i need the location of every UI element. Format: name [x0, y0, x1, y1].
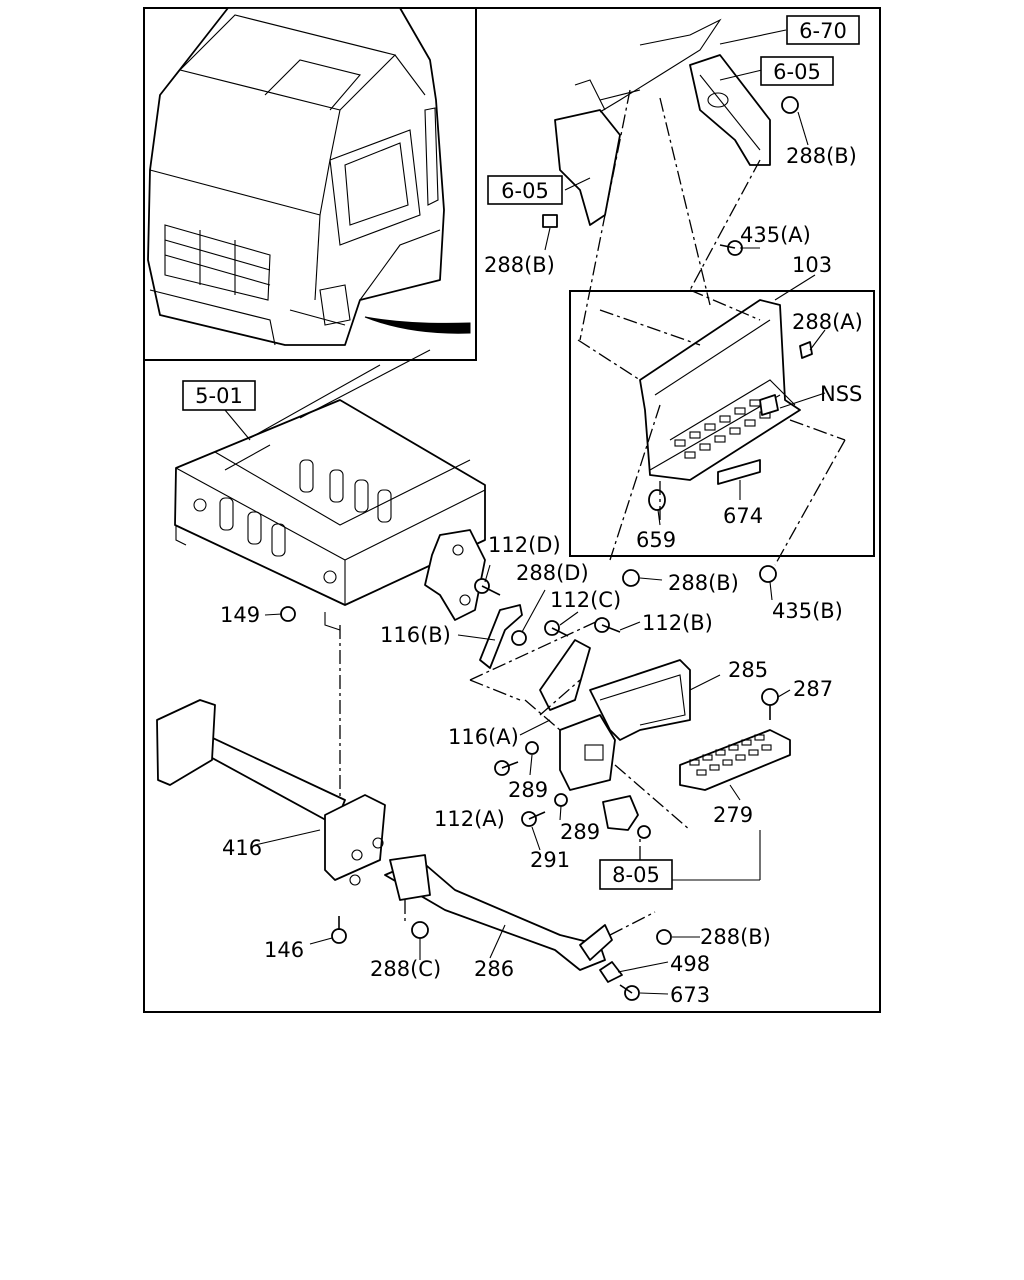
label-416: 416 [222, 836, 262, 860]
upper-step-brackets [554, 18, 771, 226]
ref-605a-text: 6-05 [773, 60, 821, 84]
ref-box-805: 8-05 [599, 859, 673, 890]
label-112a: 112(A) [434, 807, 505, 831]
label-116b: 116(B) [380, 623, 451, 647]
label-288c: 288(C) [370, 957, 441, 981]
step-detail-frame [569, 290, 875, 557]
cover-plate-805 [602, 795, 639, 831]
label-286: 286 [474, 957, 514, 981]
ref-box-605-top: 6-05 [760, 56, 834, 86]
label-112b: 112(B) [642, 611, 713, 635]
mount-bracket-left [156, 699, 216, 786]
frame-mounting-plate [424, 529, 486, 621]
chassis-frame-rail [174, 349, 486, 631]
upper-step-assembly [639, 299, 813, 511]
label-103: 103 [792, 253, 832, 277]
label-288d: 288(D) [516, 561, 589, 585]
step-bracket-116b [479, 604, 523, 669]
label-498: 498 [670, 952, 710, 976]
label-659: 659 [636, 528, 676, 552]
label-149: 149 [220, 603, 260, 627]
label-116a: 116(A) [448, 725, 519, 749]
ref-501-text: 5-01 [195, 384, 243, 408]
label-112d: 112(D) [488, 533, 561, 557]
label-288b-top: 288(B) [786, 144, 857, 168]
mount-bracket-right [324, 794, 386, 881]
ref-box-670: 6-70 [786, 15, 860, 45]
step-bracket-116a [539, 639, 591, 711]
ref-670-text: 6-70 [799, 19, 847, 43]
ref-605b-text: 6-05 [501, 179, 549, 203]
label-288b-bot: 288(B) [700, 925, 771, 949]
label-288a: 288(A) [792, 310, 863, 334]
part-labels: 288(B) 288(B) 435(A) 103 288(A) NSS 674 … [220, 144, 863, 1007]
ref-box-501: 5-01 [182, 380, 256, 411]
ref-805-text: 8-05 [612, 863, 660, 887]
truck-cab-illustration [147, 7, 471, 346]
label-291: 291 [530, 848, 570, 872]
label-288b-left: 288(B) [484, 253, 555, 277]
label-nss: NSS [820, 382, 862, 406]
step-arm-286 [384, 859, 606, 971]
label-285: 285 [728, 658, 768, 682]
label-279: 279 [713, 803, 753, 827]
assembly-guide-lines [339, 89, 846, 936]
label-288b-mid: 288(B) [668, 571, 739, 595]
ref-box-605-left: 6-05 [487, 175, 563, 205]
main-diagram-frame [143, 7, 881, 1013]
label-112c: 112(C) [550, 588, 621, 612]
label-435a: 435(A) [740, 223, 811, 247]
label-146: 146 [264, 938, 304, 962]
leader-lines [224, 29, 826, 995]
label-435b: 435(B) [772, 599, 843, 623]
step-plate-cover [559, 714, 616, 791]
label-289b: 289 [560, 820, 600, 844]
label-289a: 289 [508, 778, 548, 802]
label-674: 674 [723, 504, 763, 528]
label-673: 673 [670, 983, 710, 1007]
label-287: 287 [793, 677, 833, 701]
